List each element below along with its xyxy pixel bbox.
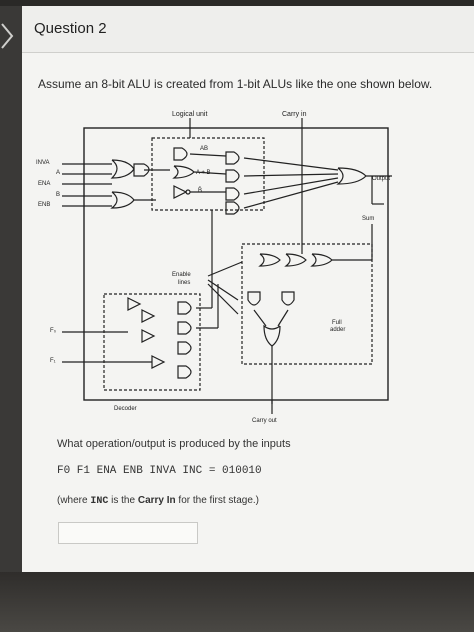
carry-in-label: Carry in [282,111,307,118]
bezel-top [0,0,474,6]
ena-label: ENA [38,181,50,187]
note-suffix: for the first stage.) [175,495,260,506]
enable-lines-label-2: lines [178,280,190,286]
question-header: Question 2 [22,6,474,53]
logical-unit-label: Logical unit [172,111,207,118]
ab-label: AB [200,146,208,152]
question-title: Question 2 [34,20,107,37]
f0-label: F₀ [50,328,57,334]
carry-out-label: Carry out [252,418,277,424]
a-label: A [56,170,60,176]
question-note: (where INC is the Carry In for the first… [57,495,259,507]
enable-lines-label-1: Enable [172,272,191,278]
full-adder-label-1: Full [332,320,342,326]
output-label: Output [372,176,390,182]
a-or-b-label: A + B [196,170,211,176]
note-prefix: (where [57,495,91,506]
enb-label: ENB [38,202,50,208]
decoder-label: Decoder [114,406,137,412]
sum-label: Sum [362,216,374,222]
chevron-right-icon [1,23,14,49]
answer-input[interactable] [58,522,198,544]
inputs-line: F0 F1 ENA ENB INVA INC = 010010 [57,465,262,477]
note-code: INC [90,496,109,507]
desk-surface [0,572,474,632]
note-bold: Carry In [137,495,176,506]
note-mid: is the [108,495,138,506]
b-label: B [56,192,60,198]
full-adder-label-2: adder [330,327,345,333]
not-b-label: B̄ [198,187,202,194]
left-strip [0,6,22,572]
inva-label: INVA [36,160,50,166]
question-panel: Question 2 Assume an 8-bit ALU is create… [22,6,474,572]
question-ask: What operation/output is produced by the… [57,438,291,450]
alu-diagram: Logical unit Carry in AB A + B B̄ Output… [36,111,392,424]
question-prompt: Assume an 8-bit ALU is created from 1-bi… [38,77,433,91]
f1-label: F₁ [50,358,56,364]
